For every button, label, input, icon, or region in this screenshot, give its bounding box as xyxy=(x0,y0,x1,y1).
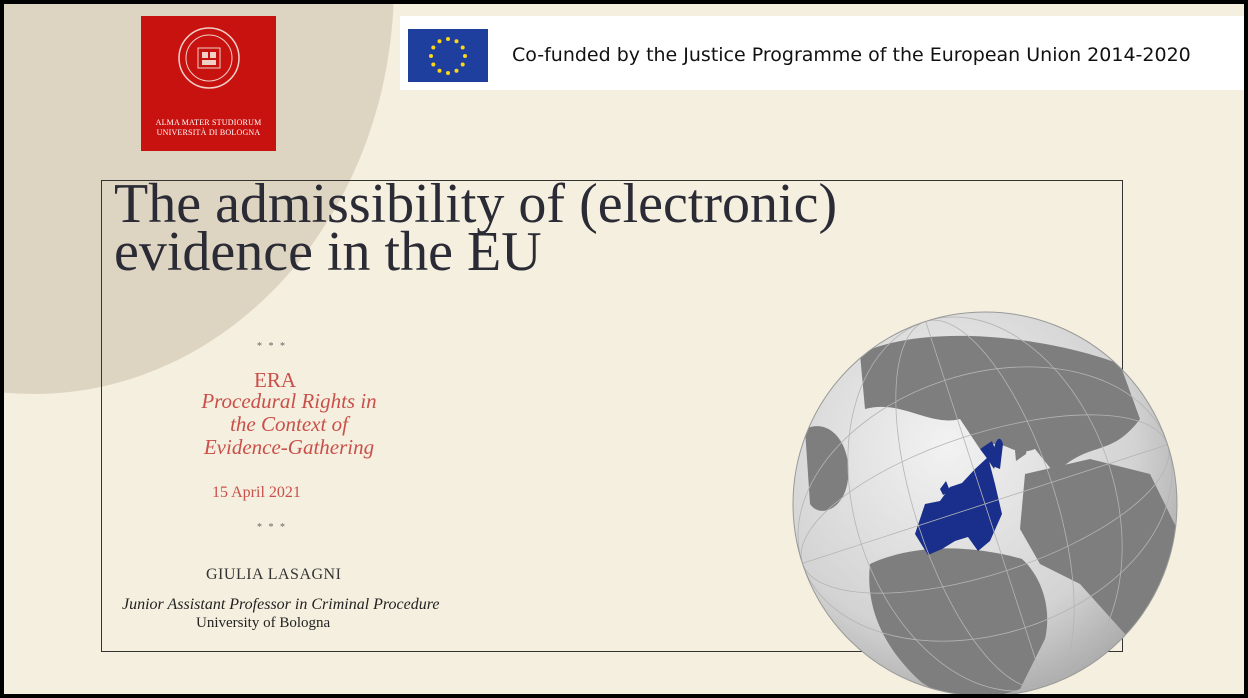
event-org: ERA xyxy=(254,368,296,392)
university-name-line1: ALMA MATER STUDIORUM xyxy=(155,118,262,127)
slide-title: The admissibility of (electronic) eviden… xyxy=(114,173,838,283)
event-subtitle-line1: Procedural Rights in xyxy=(201,389,377,413)
event-subtitle-line2: the Context of xyxy=(230,412,348,436)
speaker-affiliation: University of Bologna xyxy=(196,615,331,631)
event-subtitle-line3: Evidence-Gathering xyxy=(203,435,375,459)
event-subtitle: Procedural Rights in the Context of Evid… xyxy=(169,390,409,459)
title-line-1: The admissibility of (electronic) xyxy=(114,173,838,235)
university-seal-icon xyxy=(178,27,240,89)
separator-bottom: * * * xyxy=(257,522,287,533)
speaker-role: Junior Assistant Professor in Criminal P… xyxy=(122,596,440,613)
eu-funding-text: Co-funded by the Justice Programme of th… xyxy=(512,44,1191,66)
globe-illustration xyxy=(792,311,1178,694)
university-logo: ALMA MATER STUDIORUM UNIVERSITÀ DI BOLOG… xyxy=(141,16,276,151)
speaker-name: GIULIA LASAGNI xyxy=(206,566,342,583)
eu-flag-icon xyxy=(408,29,488,82)
title-line-2: evidence in the EU xyxy=(114,221,542,283)
eu-funding-banner: Co-funded by the Justice Programme of th… xyxy=(400,16,1244,90)
separator-top: * * * xyxy=(257,341,287,352)
event-date: 15 April 2021 xyxy=(212,484,301,501)
university-name-line2: UNIVERSITÀ DI BOLOGNA xyxy=(156,128,261,137)
